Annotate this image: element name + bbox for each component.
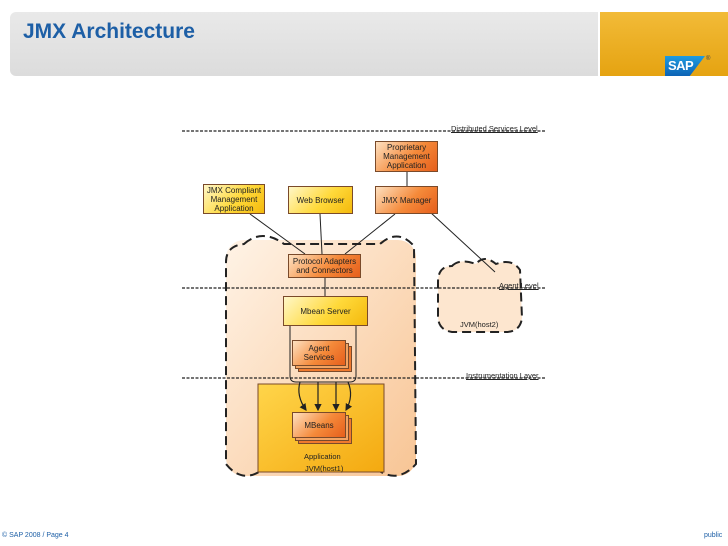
jmx-manager-box: JMX Manager: [375, 186, 438, 214]
connector-manager-host2: [429, 211, 496, 273]
sap-logo-mark: ®: [706, 56, 711, 62]
jvm-host1-label: JVM(host1): [305, 464, 344, 473]
jmx-compliant-management-app-box: JMX Compliant Management Application: [203, 184, 265, 214]
footer-classification: public: [704, 532, 723, 539]
arrow-to-mbeans-4: [345, 381, 353, 412]
connector-manager-adapters: [344, 213, 396, 255]
mbean-server-box: Mbean Server: [283, 296, 368, 326]
header-band: [10, 12, 598, 76]
proprietary-management-app-box: Proprietary Management Application: [375, 141, 438, 172]
distributed-level-label: Distributed Services Level: [451, 124, 538, 133]
jvm-host2-outline: [437, 258, 524, 333]
connector-browser-adapters: [319, 213, 323, 255]
agent-services-box: Agent Services: [292, 340, 346, 366]
arrow-to-mbeans-1: [298, 381, 307, 411]
protocol-adapters-box: Protocol Adapters and Connectors: [288, 254, 361, 278]
agent-level-label: Agent Level: [499, 281, 539, 290]
instrumentation-level-label: Instrumentation Layer: [466, 371, 539, 380]
jvm-host1-outline: [225, 235, 418, 477]
header-accent: [600, 12, 728, 76]
application-label: Application: [304, 452, 341, 461]
web-browser-box: Web Browser: [288, 186, 353, 214]
footer-copyright: © SAP 2008 / Page 4: [2, 532, 69, 539]
page-title: JMX Architecture: [23, 20, 195, 43]
connector-compliant-adapters: [249, 213, 306, 255]
connector-mbeanserver-services: [289, 326, 357, 383]
mbeans-box: MBeans: [292, 412, 346, 438]
jvm-host2-label: JVM(host2): [460, 320, 499, 329]
